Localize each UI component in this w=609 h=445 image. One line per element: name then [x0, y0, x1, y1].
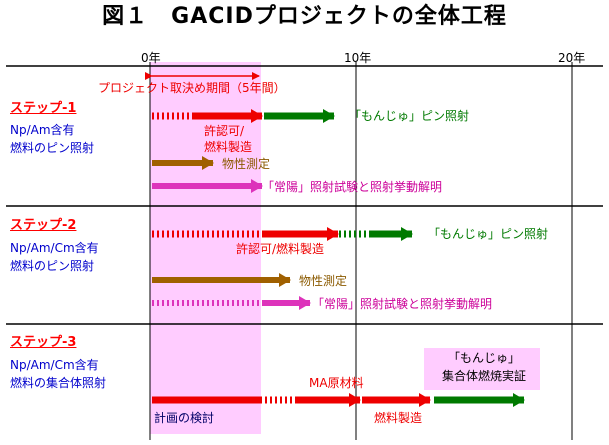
step3-ma-label: MA原材料: [309, 376, 364, 390]
step3-desc-line1: Np/Am/Cm含有: [10, 358, 99, 372]
step2-licensing-label: 許認可/燃料製造: [236, 242, 325, 256]
step3-plan-label: 計画の検討: [154, 411, 215, 425]
step3-desc-line2: 燃料の集合体照射: [10, 376, 107, 390]
step2-desc-line1: Np/Am/Cm含有: [10, 241, 99, 255]
step1-licensing-label-1: 許認可/: [204, 124, 245, 138]
step1-heading: ステップ-1: [10, 101, 77, 116]
step3-heading: ステップ-3: [10, 335, 77, 350]
step2-property-label: 物性測定: [299, 274, 348, 288]
step1-licensing-label-2: 燃料製造: [204, 140, 253, 154]
tick-year-20: 20年: [558, 51, 586, 65]
tick-year-10: 10年: [344, 51, 372, 65]
step3-monju-label-2: 集合体燃焼実証: [441, 369, 526, 383]
step3-monju-label-1: 「もんじゅ」: [447, 351, 520, 365]
page-title: 図１ GACIDプロジェクトの全体工程: [102, 4, 507, 29]
step1-desc-line1: Np/Am含有: [10, 123, 75, 137]
step2-desc-line2: 燃料のピン照射: [10, 259, 95, 273]
step1-property-label: 物性測定: [222, 157, 271, 171]
step3-fuel-label: 燃料製造: [374, 411, 423, 425]
step1-desc-line2: 燃料のピン照射: [10, 141, 95, 155]
step2-monju-label: 「もんじゅ」ピン照射: [428, 227, 549, 241]
phase-banner: プロジェクト取決め期間（5年間）: [98, 81, 286, 95]
s3-monju-box: [424, 348, 540, 390]
step2-heading: ステップ-2: [10, 218, 77, 233]
step1-joyo-label: 「常陽」照射試験と照射挙動解明: [262, 180, 443, 194]
project-period-band: [150, 62, 261, 434]
step2-joyo-label: 「常陽」照射試験と照射挙動解明: [312, 297, 493, 311]
tick-year-0: 0年: [141, 51, 161, 65]
step1-monju-label: 「もんじゅ」ピン照射: [349, 109, 470, 123]
